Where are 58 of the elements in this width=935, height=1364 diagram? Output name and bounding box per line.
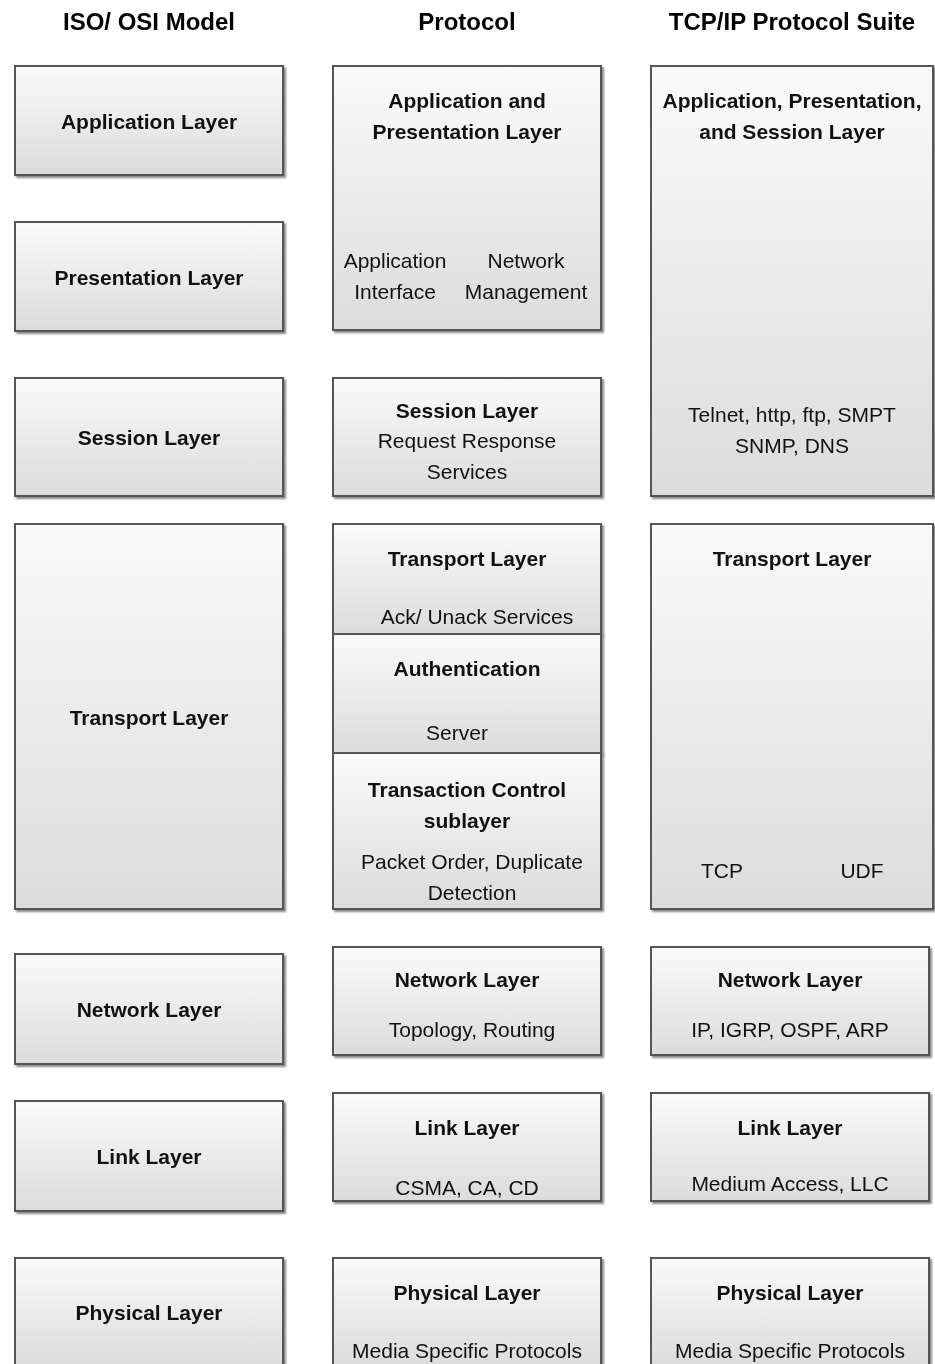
column-heading: TCP/IP Protocol Suite	[667, 8, 917, 36]
layer-detail: CSMA, CA, CD	[394, 1175, 540, 1201]
layer-box	[14, 377, 284, 497]
layer-box	[14, 523, 284, 910]
layer-detail: Media Specific Protocols	[351, 1338, 583, 1364]
layer-box	[650, 946, 930, 1056]
layer-title: Authentication	[392, 656, 542, 682]
layer-title: Transport Layer	[386, 546, 548, 572]
layer-title: Application, Presentation, and Session Layer	[661, 88, 923, 145]
layer-title: Transaction Control sublayer	[366, 777, 568, 834]
layer-box	[14, 65, 284, 176]
layer-title: Application Layer	[59, 108, 239, 135]
layer-detail: Medium Access, LLC	[690, 1171, 890, 1197]
layer-box	[332, 523, 602, 635]
layer-title: Physical Layer	[715, 1280, 865, 1306]
layer-detail: Server	[425, 720, 489, 746]
layer-box	[332, 752, 602, 910]
layer-title: Network Layer	[716, 967, 864, 993]
layer-box	[14, 953, 284, 1065]
layer-title: Session Layer	[76, 425, 222, 451]
layer-detail: Ack/ Unack Services	[379, 604, 575, 630]
layer-title: Transport Layer	[68, 704, 230, 731]
layer-box	[332, 1257, 602, 1364]
layer-title: Network Layer	[75, 997, 223, 1023]
layer-box	[332, 633, 602, 754]
layer-detail: Telnet, http, ftp, SMPT SNMP, DNS	[687, 402, 897, 459]
layer-box	[332, 1092, 602, 1202]
layer-box	[650, 65, 934, 497]
layer-box	[332, 65, 602, 331]
layer-detail: Application Interface	[342, 248, 448, 305]
column-heading: Protocol	[417, 8, 517, 36]
layer-title: Application and Presentation Layer	[371, 88, 563, 145]
layer-title: Link Layer	[413, 1115, 521, 1141]
layer-title: Network Layer	[393, 967, 541, 993]
layer-box	[14, 1100, 284, 1212]
layer-box	[650, 1092, 930, 1202]
layer-title: Presentation Layer	[53, 264, 245, 291]
layer-box	[14, 221, 284, 332]
layer-box	[332, 377, 602, 497]
layer-title: Session Layer	[394, 398, 540, 424]
layer-box	[332, 946, 602, 1056]
layer-detail: TCP	[700, 858, 744, 884]
layer-detail: Network Management	[463, 248, 589, 305]
layer-title: Link Layer	[95, 1144, 203, 1170]
layer-title: Link Layer	[736, 1115, 844, 1141]
layer-detail: Request Response Services	[376, 428, 558, 485]
layer-detail: Media Specific Protocols	[674, 1338, 906, 1364]
layer-detail: Topology, Routing	[387, 1017, 557, 1043]
layer-box	[14, 1257, 284, 1364]
layer-box	[650, 523, 934, 910]
layer-title: Physical Layer	[74, 1300, 224, 1326]
column-heading: ISO/ OSI Model	[62, 8, 236, 36]
layer-title: Transport Layer	[711, 546, 873, 572]
layer-detail: IP, IGRP, OSPF, ARP	[690, 1017, 890, 1043]
layer-detail: UDF	[839, 858, 885, 884]
layer-title: Physical Layer	[392, 1280, 542, 1306]
layer-detail: Packet Order, Duplicate Detection	[360, 849, 584, 906]
layer-box	[650, 1257, 930, 1364]
